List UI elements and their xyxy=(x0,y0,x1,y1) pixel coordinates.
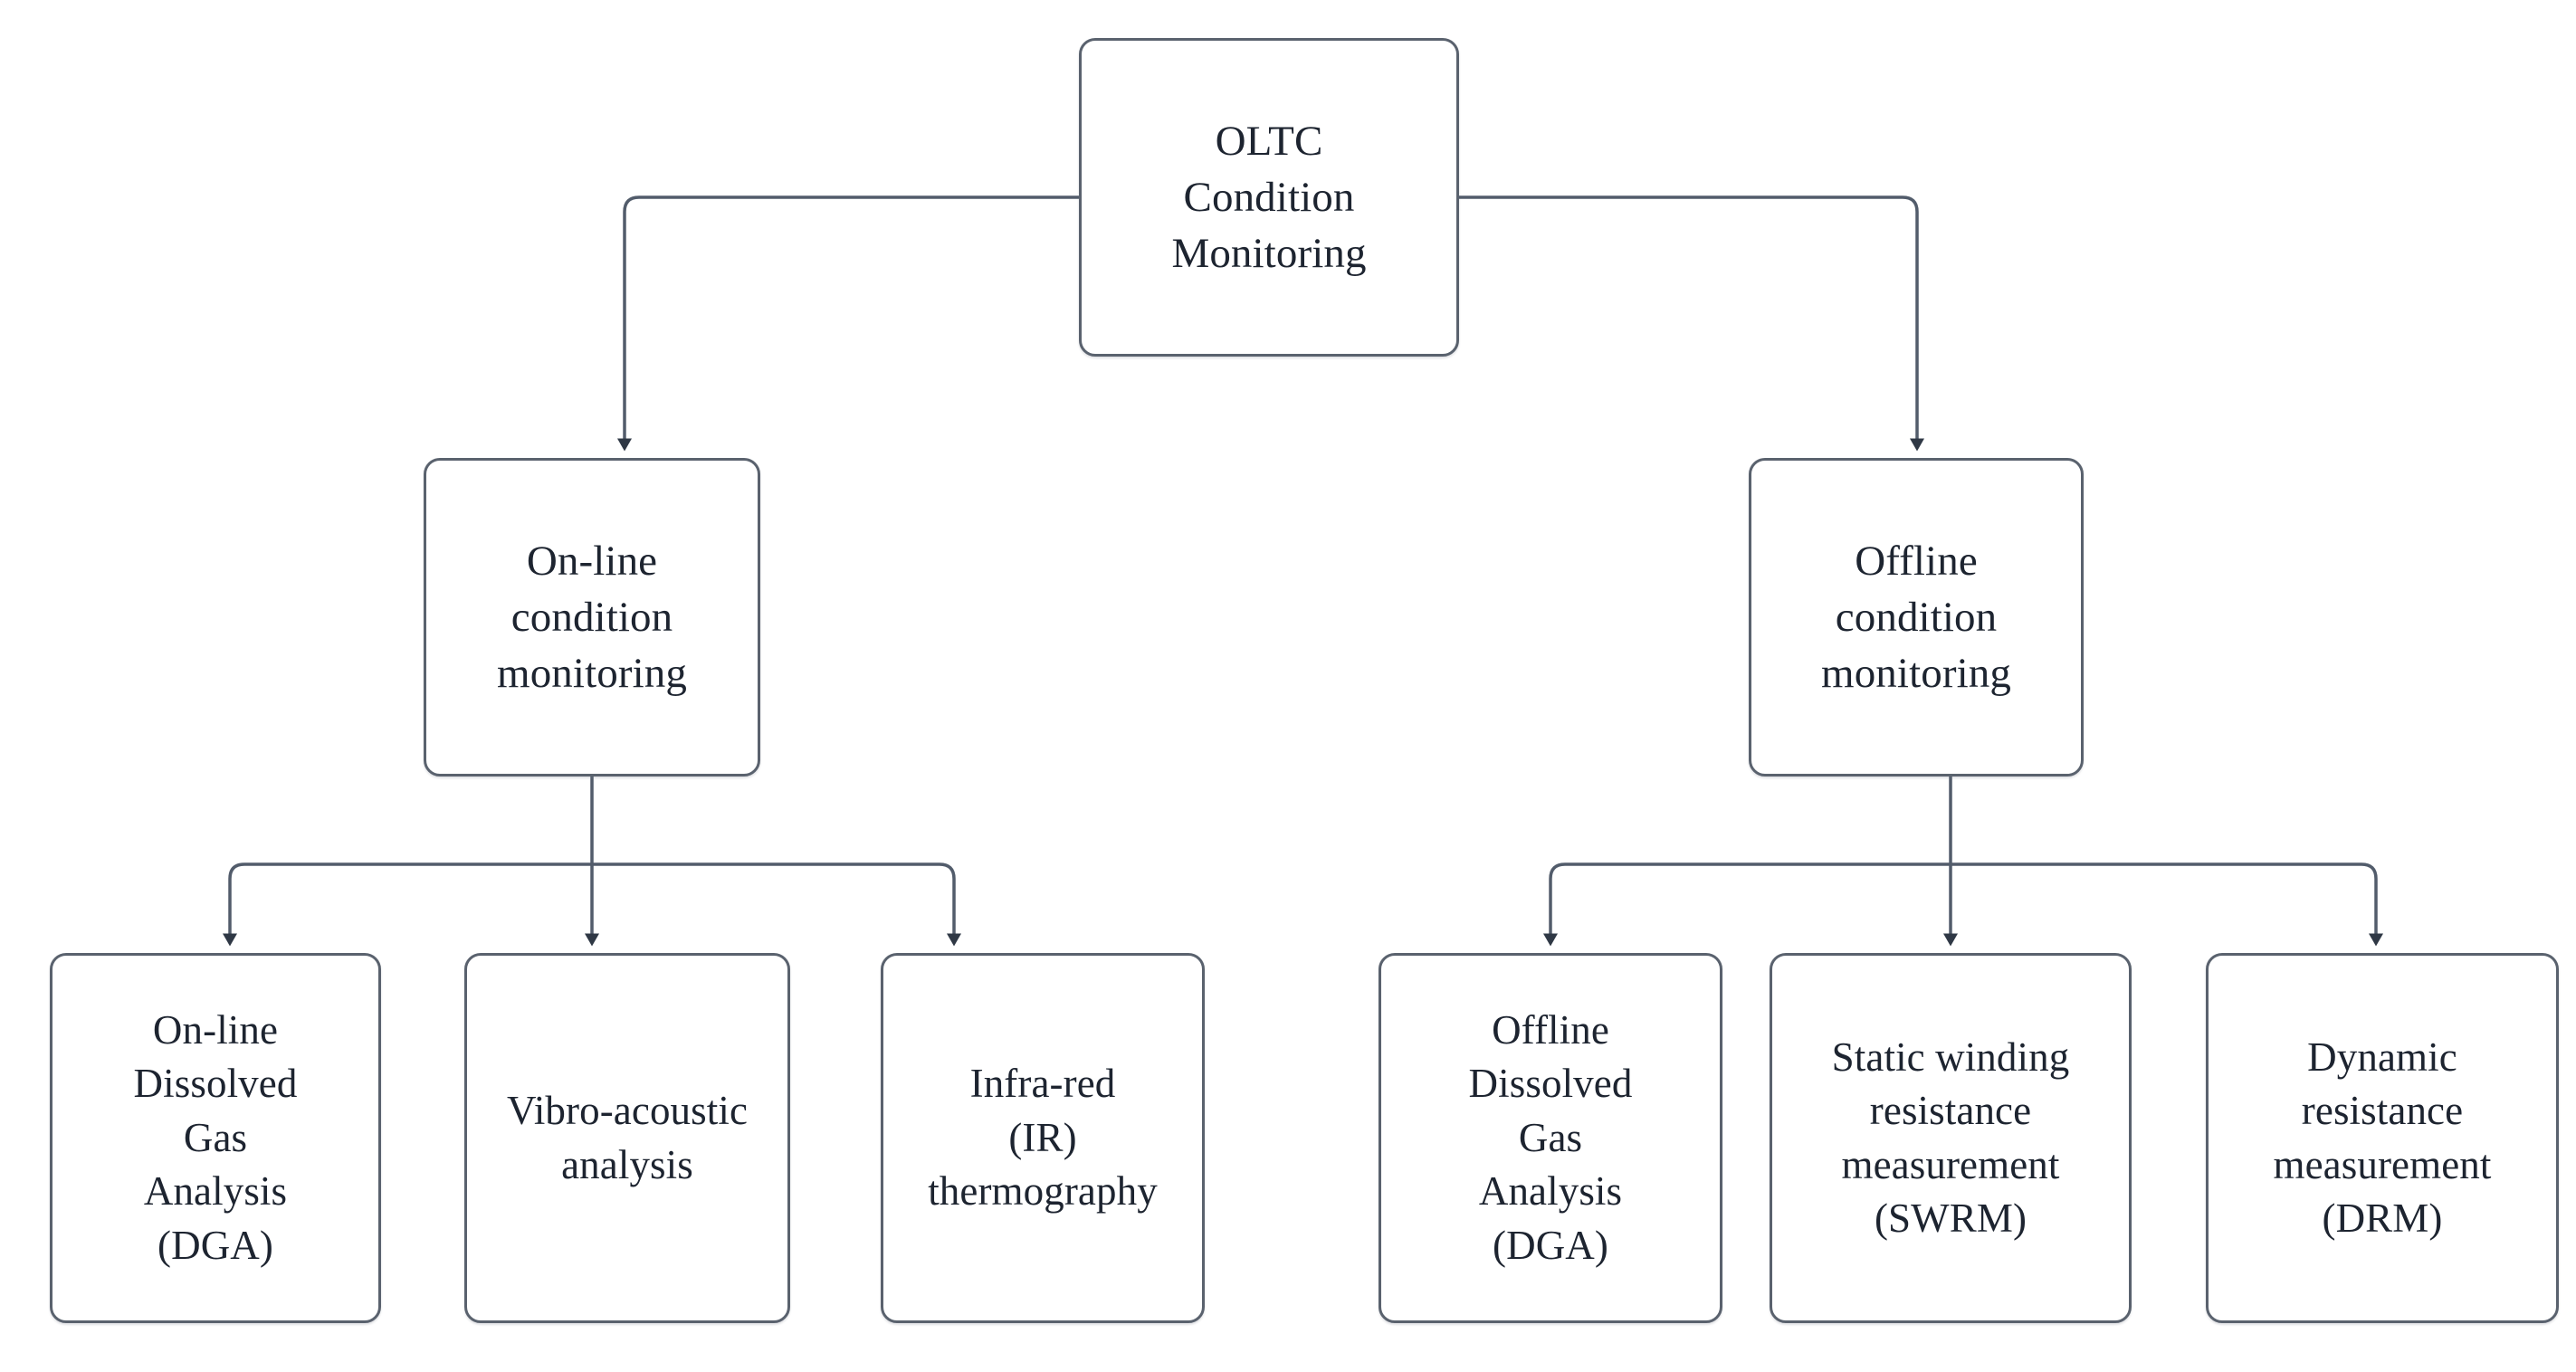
node-online-condition-monitoring[interactable]: On-line condition monitoring xyxy=(424,458,760,777)
node-dynamic-resistance-measurement[interactable]: Dynamic resistance measurement (DRM) xyxy=(2206,953,2559,1323)
node-offline-condition-monitoring[interactable]: Offline condition monitoring xyxy=(1749,458,2084,777)
node-label: On-line condition monitoring xyxy=(497,537,687,698)
node-label: Vibro-acoustic analysis xyxy=(506,1088,749,1187)
node-label: Dynamic resistance measurement (DRM) xyxy=(2273,1034,2492,1241)
node-static-winding-resistance-measurement[interactable]: Static winding resistance measurement (S… xyxy=(1770,953,2132,1323)
connector-root-to-offline xyxy=(1459,195,1924,452)
node-label: Offline condition monitoring xyxy=(1821,537,2011,698)
connector-root-to-online xyxy=(617,195,1079,452)
node-label: Offline Dissolved Gas Analysis (DGA) xyxy=(1468,1007,1633,1268)
node-label: Static winding resistance measurement (S… xyxy=(1831,1034,2070,1241)
node-oltc-condition-monitoring[interactable]: OLTC Condition Monitoring xyxy=(1079,38,1459,357)
node-offline-dga[interactable]: Offline Dissolved Gas Analysis (DGA) xyxy=(1379,953,1722,1323)
node-vibro-acoustic-analysis[interactable]: Vibro-acoustic analysis xyxy=(464,953,790,1323)
connector-online-bus xyxy=(228,862,956,880)
node-label: OLTC Condition Monitoring xyxy=(1171,117,1367,278)
node-label: On-line Dissolved Gas Analysis (DGA) xyxy=(133,1007,298,1268)
connector-offline-bus xyxy=(1549,862,2378,880)
node-infra-red-thermography[interactable]: Infra-red (IR) thermography xyxy=(881,953,1205,1323)
node-label: Infra-red (IR) thermography xyxy=(928,1061,1158,1215)
node-online-dga[interactable]: On-line Dissolved Gas Analysis (DGA) xyxy=(50,953,381,1323)
